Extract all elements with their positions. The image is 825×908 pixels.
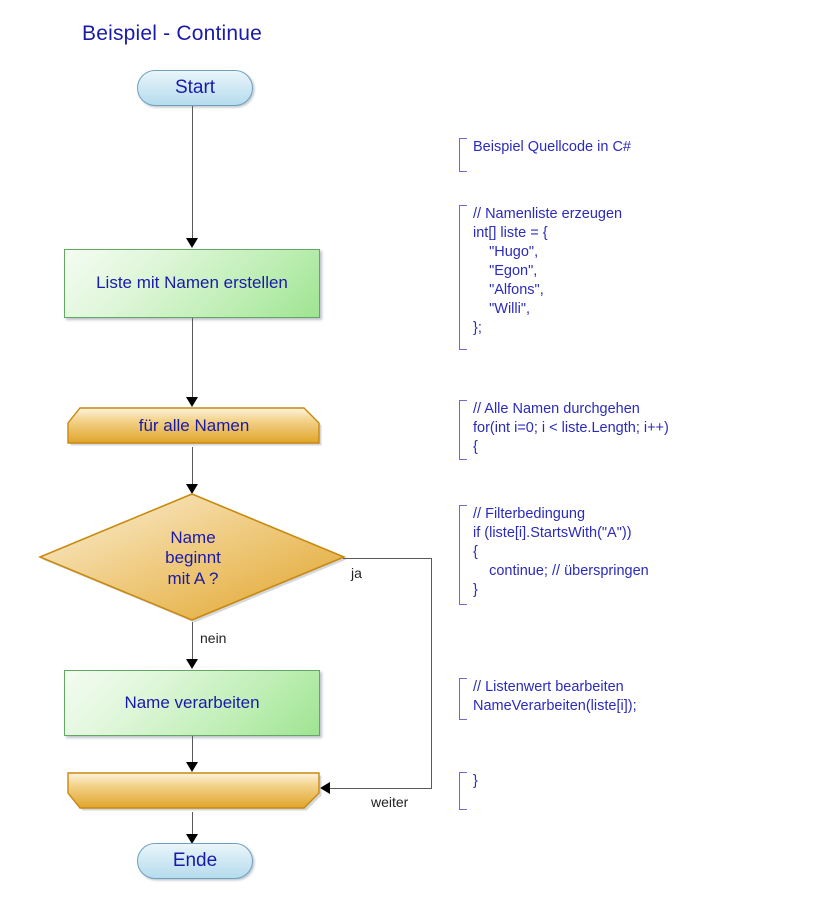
code-block-close: } <box>459 772 478 810</box>
code-block-process-text: // Listenwert bearbeiten NameVerarbeiten… <box>473 679 637 714</box>
node-create-list[interactable]: Liste mit Namen erstellen <box>64 249 320 318</box>
node-start-label: Start <box>174 76 216 98</box>
code-block-loop-text: // Alle Namen durchgehen for(int i=0; i … <box>473 401 669 455</box>
code-block-close-text: } <box>473 773 478 789</box>
arrowhead-loop-start <box>186 397 198 407</box>
code-block-filter: // Filterbedingung if (liste[i].StartsWi… <box>459 505 649 605</box>
code-bracket <box>459 772 467 810</box>
node-process-name-label: Name verarbeiten <box>124 692 260 712</box>
code-bracket <box>459 205 467 350</box>
node-start[interactable]: Start <box>137 70 253 106</box>
loop-end-shape <box>67 772 322 811</box>
connector-decision-no <box>192 622 193 660</box>
code-block-loop: // Alle Namen durchgehen for(int i=0; i … <box>459 400 669 460</box>
connector-yes-horizontal-top <box>343 558 431 559</box>
code-block-intro-text: Beispiel Quellcode in C# <box>473 139 631 155</box>
connector-start-to-create-list <box>192 106 193 239</box>
node-loop-end[interactable] <box>64 770 324 812</box>
code-bracket <box>459 678 467 720</box>
node-create-list-label: Liste mit Namen erstellen <box>96 273 288 293</box>
code-bracket <box>459 138 467 172</box>
node-loop-start[interactable]: für alle Namen <box>64 405 324 447</box>
arrowhead-decision <box>186 484 198 494</box>
arrowhead-loop-end-top <box>186 762 198 772</box>
code-block-list: // Namenliste erzeugen int[] liste = { "… <box>459 205 622 350</box>
node-process-name[interactable]: Name verarbeiten <box>64 670 320 736</box>
connector-yes-vertical <box>431 558 432 789</box>
arrowhead-create-list <box>186 238 198 248</box>
arrowhead-ende <box>186 834 198 844</box>
node-decision[interactable]: Name beginnt mit A ? <box>38 492 348 625</box>
edge-label-ja: ja <box>351 565 362 581</box>
code-bracket <box>459 400 467 460</box>
connector-process-to-loop-end <box>192 736 193 763</box>
code-block-filter-text: // Filterbedingung if (liste[i].StartsWi… <box>473 506 649 598</box>
node-ende-label: Ende <box>172 849 218 871</box>
code-block-intro: Beispiel Quellcode in C# <box>459 138 631 172</box>
arrowhead-process-name <box>186 659 198 669</box>
loop-start-shape <box>67 407 322 446</box>
connector-yes-horizontal-bottom <box>330 788 431 789</box>
node-ende[interactable]: Ende <box>137 843 253 879</box>
connector-loop-end-to-ende <box>192 812 193 835</box>
page-title: Beispiel - Continue <box>82 22 263 45</box>
connector-create-list-to-loop-start <box>192 318 193 398</box>
edge-label-weiter: weiter <box>371 794 409 810</box>
arrowhead-loop-end <box>320 782 330 794</box>
decision-shape <box>38 493 347 623</box>
connector-loop-start-to-decision <box>192 447 193 485</box>
code-bracket <box>459 505 467 605</box>
code-block-process: // Listenwert bearbeiten NameVerarbeiten… <box>459 678 637 720</box>
code-block-list-text: // Namenliste erzeugen int[] liste = { "… <box>473 206 623 336</box>
edge-label-nein: nein <box>200 630 227 646</box>
